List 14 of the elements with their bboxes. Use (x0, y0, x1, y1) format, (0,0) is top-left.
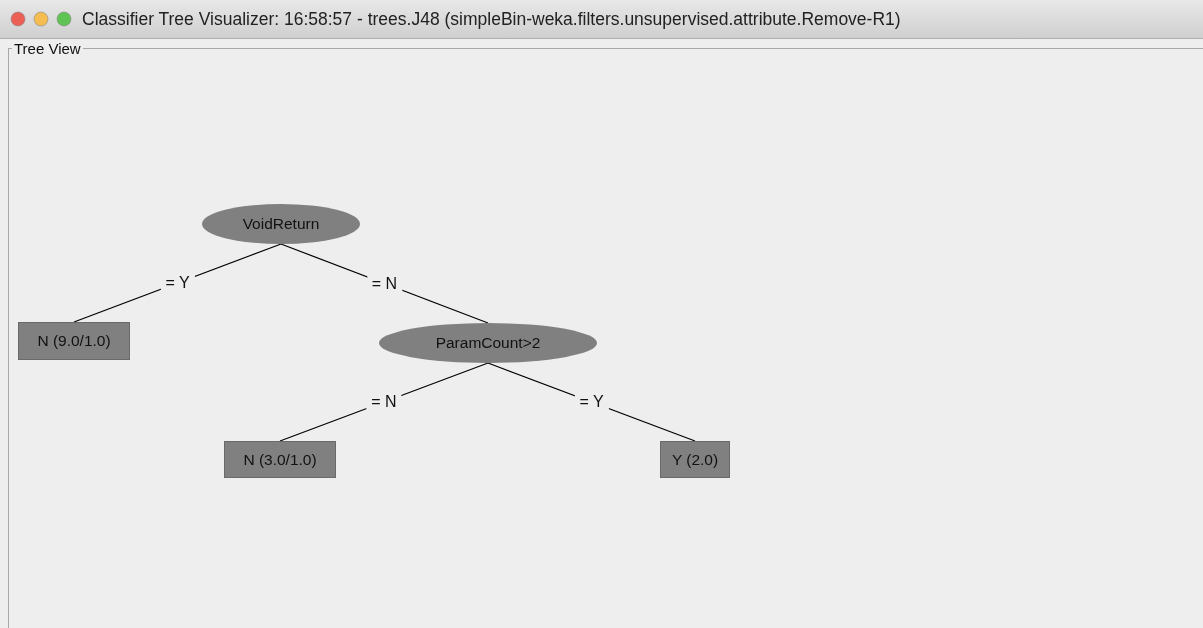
node-label: VoidReturn (242, 215, 320, 233)
leaf-box (18, 322, 130, 360)
leaf-box (660, 441, 730, 478)
node-label: N (9.0/1.0) (37, 332, 111, 350)
edge-label: = N (366, 393, 402, 411)
panel-title: Tree View (12, 40, 83, 57)
edge-label: = Y (160, 274, 195, 292)
node-label: Y (2.0) (671, 450, 719, 469)
node-label: N (3.0/1.0) (243, 450, 317, 469)
edge-label: = N (366, 274, 403, 293)
window-title: Classifier Tree Visualizer: 16:58:57 - trees.J48 (simpleBin-weka.filters.unsupervised.attribute.Remove-R1) (82, 9, 901, 30)
edge-label: = Y (574, 393, 609, 411)
node-label: ParamCount>2 (435, 334, 541, 352)
leaf-box (224, 441, 336, 478)
